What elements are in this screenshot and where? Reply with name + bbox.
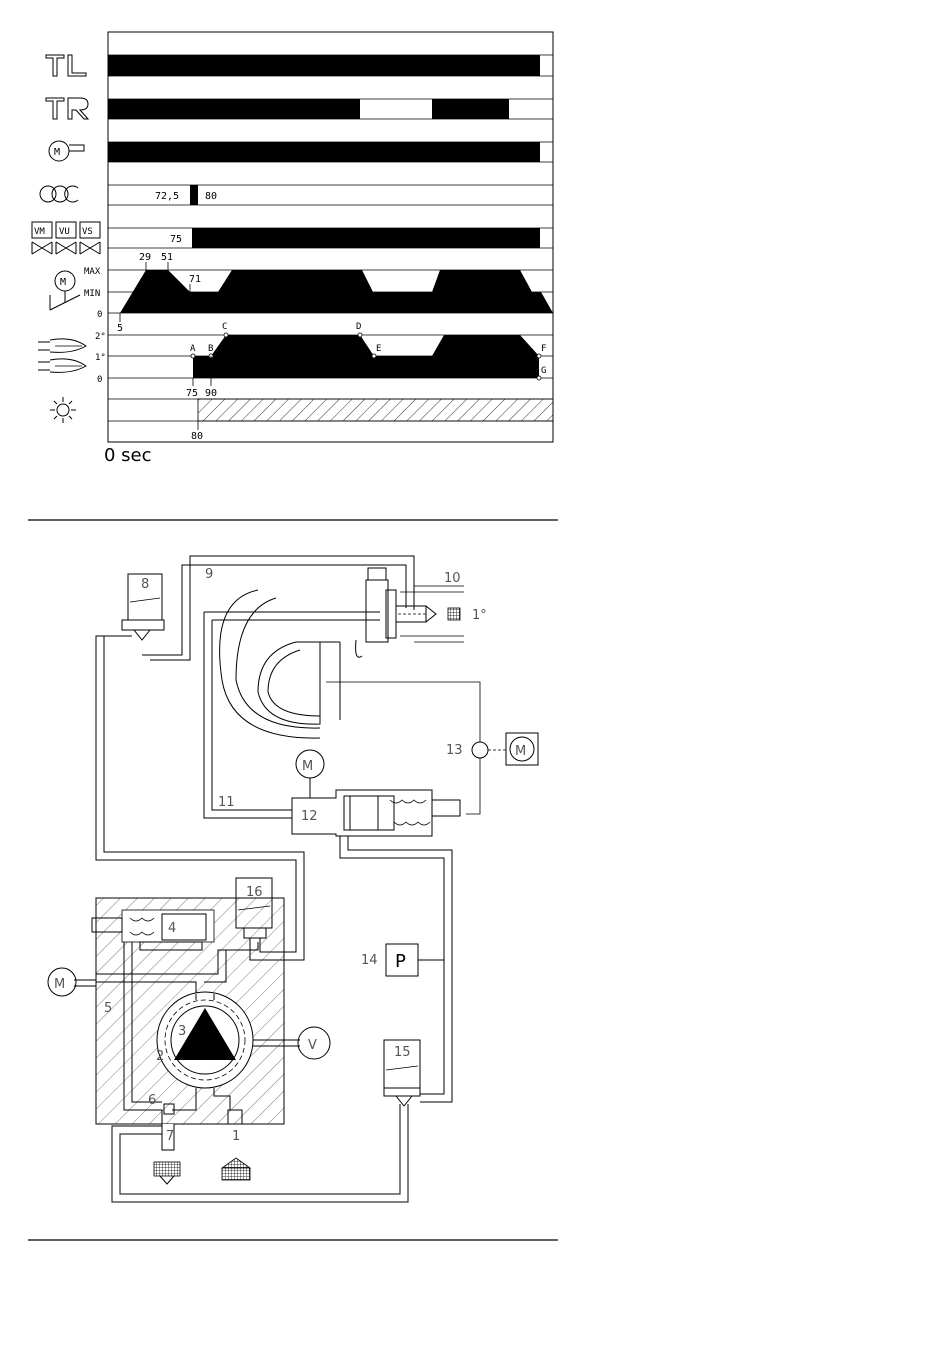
- label-13: 13: [446, 743, 463, 758]
- flame-level-1: 1°: [95, 353, 106, 363]
- svg-text:M: M: [515, 744, 526, 759]
- flame-point-b: B: [208, 344, 213, 354]
- flame-level-0: 0: [97, 375, 102, 385]
- valve-start-label: 75: [170, 234, 182, 245]
- flame-point-a: A: [190, 344, 196, 354]
- pressure-start-label: 72,5: [155, 191, 179, 202]
- label-10: 10: [444, 571, 461, 586]
- motor-icon: M: [49, 141, 84, 161]
- svg-text:M: M: [54, 147, 60, 158]
- label-8: 8: [141, 577, 149, 592]
- label-6: 6: [148, 1093, 156, 1108]
- pump-level-max: MAX: [84, 267, 101, 277]
- label-5: 5: [104, 1001, 112, 1016]
- sun-icon: [50, 397, 76, 423]
- pump-mark-71: 71: [189, 274, 201, 285]
- svg-text:VM: VM: [34, 227, 45, 237]
- svg-text:V: V: [308, 1038, 317, 1053]
- label-3: 3: [178, 1024, 186, 1039]
- flame-point-e: E: [376, 344, 381, 354]
- time-axis-label: 0 sec: [104, 445, 152, 466]
- label-9: 9: [205, 567, 213, 582]
- light-mark-80: 80: [191, 431, 203, 442]
- label-12: 12: [301, 809, 318, 824]
- label-16: 16: [246, 885, 263, 900]
- pressure-bar: [190, 185, 198, 205]
- hydraulic-diagram: 8 9 10 1° M 13: [48, 556, 538, 1202]
- tr-bar-1: [108, 99, 360, 119]
- pump-profile: [120, 270, 553, 313]
- svg-text:M: M: [302, 759, 313, 774]
- flame-point-c: C: [222, 322, 227, 332]
- flame-mark-90: 90: [205, 388, 217, 399]
- label-11: 11: [218, 795, 235, 810]
- valves-icon: VM VU VS: [32, 222, 100, 254]
- tr-bar-2: [432, 99, 509, 119]
- component-13: [472, 742, 488, 758]
- label-1: 1: [232, 1129, 240, 1144]
- svg-text:P: P: [395, 951, 406, 972]
- tr-icon: [46, 98, 88, 119]
- motor-bar: [108, 142, 540, 162]
- flame-point-d: D: [356, 322, 361, 332]
- pump-mark-29: 29: [139, 252, 151, 263]
- label-2: 2: [156, 1049, 164, 1064]
- label-15: 15: [394, 1045, 411, 1060]
- label-stage: 1°: [472, 608, 487, 623]
- valve-bar: [192, 228, 540, 248]
- return-symbol: [154, 1162, 180, 1184]
- label-14: 14: [361, 953, 378, 968]
- flame-level-2: 2°: [95, 332, 106, 342]
- flame-profile: [193, 335, 539, 378]
- flame-mark-75: 75: [186, 388, 198, 399]
- transformer-icon: [40, 186, 78, 202]
- svg-text:M: M: [54, 977, 65, 992]
- pump-level-0: 0: [97, 310, 102, 320]
- pressure-end-label: 80: [205, 191, 217, 202]
- label-7: 7: [166, 1129, 174, 1144]
- svg-text:VS: VS: [82, 227, 93, 237]
- burner-head: 10 1°: [220, 568, 487, 738]
- timing-diagram: 72,5 80 75 29 51 71 5 MAX MIN 0 A B C D …: [32, 32, 553, 466]
- pump-mark-51: 51: [161, 252, 173, 263]
- label-4: 4: [168, 921, 176, 936]
- light-bar: [198, 399, 553, 421]
- suction-symbol: [222, 1158, 250, 1180]
- flame-icon: [38, 339, 86, 373]
- flame-point-f: F: [541, 344, 546, 354]
- flame-point-g: G: [541, 366, 546, 376]
- svg-text:VU: VU: [59, 227, 70, 237]
- pump-motor-icon: M: [50, 271, 80, 310]
- svg-text:M: M: [60, 277, 66, 288]
- pump-mark-5: 5: [117, 323, 123, 334]
- pump-level-min: MIN: [84, 289, 100, 299]
- tl-bar: [108, 55, 540, 76]
- tl-icon: [46, 55, 86, 76]
